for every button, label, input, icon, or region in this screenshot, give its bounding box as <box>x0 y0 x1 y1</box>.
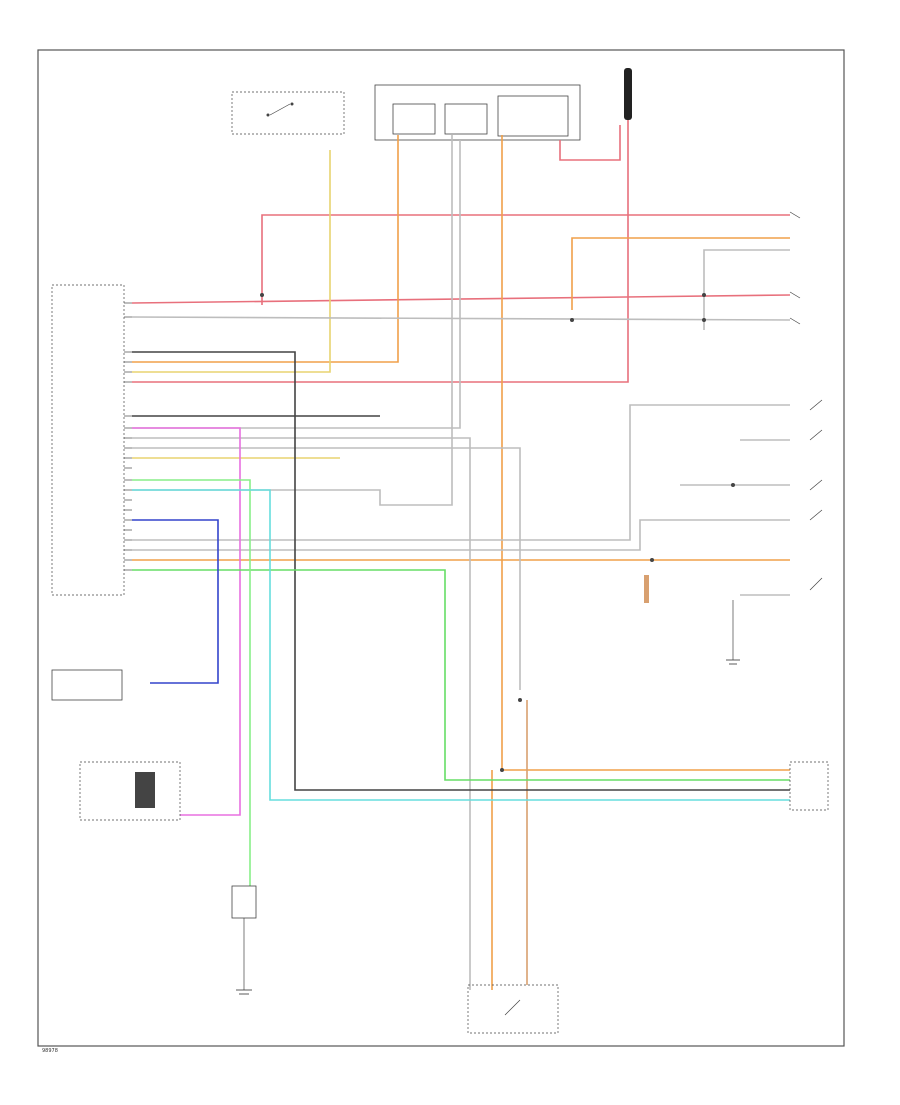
wire-lightblue <box>132 489 790 801</box>
diagram-frame <box>37 49 845 1047</box>
wire-green <box>132 479 790 890</box>
ignition-switch-box <box>231 91 345 135</box>
lower-left-switch-box <box>79 761 181 821</box>
sensor-module <box>789 761 829 811</box>
right-switches <box>789 211 823 591</box>
wire-red <box>131 120 791 383</box>
fuel-sender-box <box>51 669 123 701</box>
fuse-1 <box>392 103 436 135</box>
splice-points <box>260 293 735 772</box>
wire-yellow <box>132 150 340 459</box>
fuse-3 <box>497 95 569 137</box>
relay-small <box>231 885 257 919</box>
wire-pink <box>132 427 241 816</box>
bottom-switch-box <box>467 984 559 1034</box>
lower-left-switch <box>135 772 155 808</box>
wire-orange <box>132 135 790 990</box>
power-bus-bar <box>624 68 632 120</box>
fuse-2 <box>444 103 488 135</box>
page-id: 98978 <box>42 1048 58 1054</box>
orange-component <box>644 575 649 603</box>
bottom-switch-contact <box>504 999 521 1016</box>
wire-blue <box>132 519 219 684</box>
ignition-pivot <box>266 113 270 117</box>
body-control-module <box>51 284 125 596</box>
wire-white <box>131 135 791 990</box>
ignition-terminal <box>290 102 294 106</box>
ignition-switch-contact <box>269 103 291 116</box>
module-pin-markers <box>124 302 132 571</box>
wire-black <box>132 351 790 791</box>
